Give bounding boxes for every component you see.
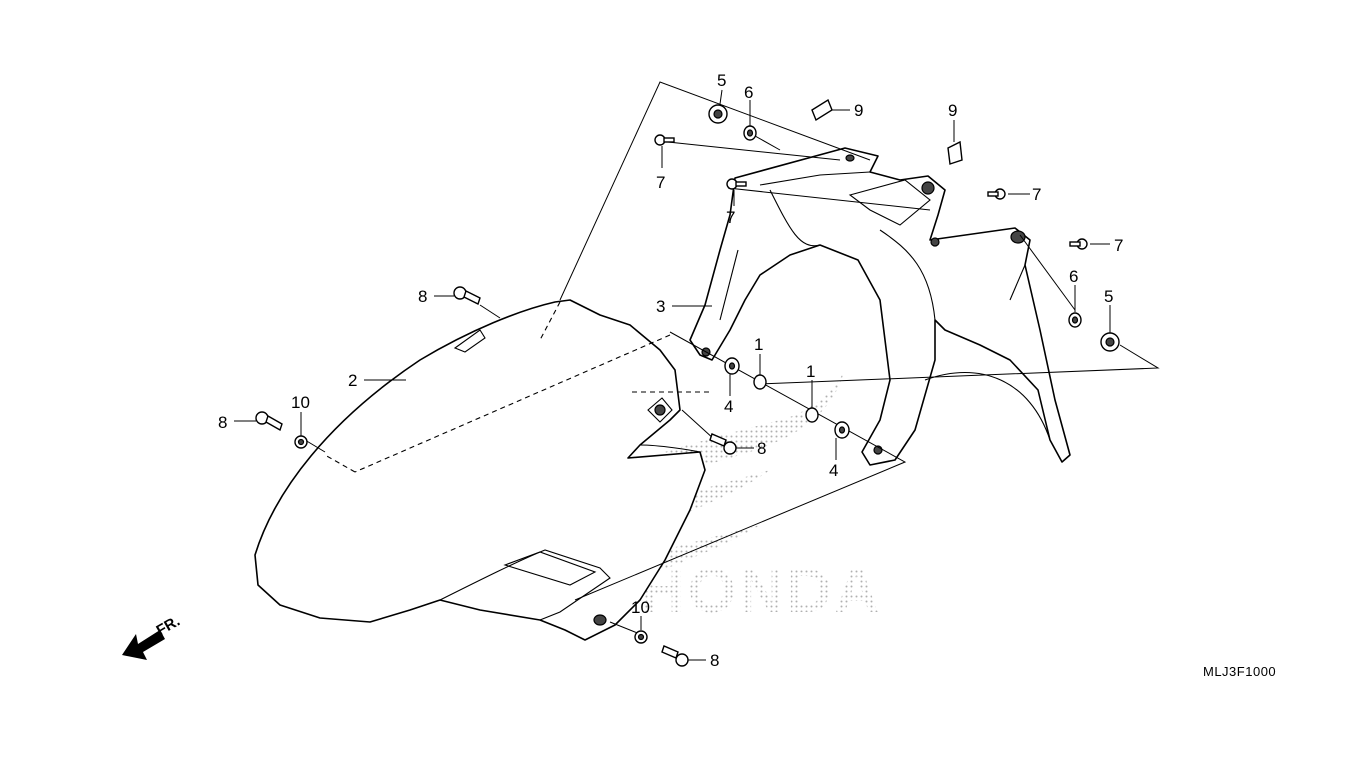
clip-9-top <box>811 98 833 122</box>
bolt-7-d <box>1069 238 1088 250</box>
callout-numbers: 5 6 9 9 7 7 7 7 8 8 8 8 10 10 2 3 1 1 4 … <box>218 71 1123 670</box>
callout-1: 1 <box>806 362 815 381</box>
washer-4-a <box>724 357 740 375</box>
callout-1: 1 <box>754 335 763 354</box>
clip-9-right <box>947 140 963 165</box>
callout-10: 10 <box>631 598 650 617</box>
callout-7: 7 <box>656 173 665 192</box>
bolt-8-c <box>709 433 737 455</box>
callout-6: 6 <box>1069 267 1078 286</box>
honda-brand-text: HONDA <box>640 557 882 626</box>
bolt-7-b <box>726 178 747 190</box>
collar-6-right <box>1068 312 1082 328</box>
callout-9: 9 <box>854 101 863 120</box>
front-fender-part-2 <box>254 299 710 641</box>
bolt-8-d <box>661 645 689 667</box>
grommet-5-top <box>708 104 728 124</box>
callout-2: 2 <box>348 371 357 390</box>
reference-lines <box>304 81 1160 635</box>
callout-4: 4 <box>724 397 733 416</box>
callout-8: 8 <box>757 439 766 458</box>
callout-5: 5 <box>717 71 726 90</box>
callout-9: 9 <box>948 101 957 120</box>
callout-7: 7 <box>726 208 735 227</box>
callout-5: 5 <box>1104 287 1113 306</box>
inner-fender-part-3 <box>689 147 1071 466</box>
grommet-5-right <box>1100 332 1120 352</box>
callout-leaders <box>234 89 1111 661</box>
bolt-8-b <box>255 411 283 432</box>
bolt-7-a <box>654 134 675 146</box>
diagram-code: MLJ3F1000 <box>1203 664 1277 679</box>
hardware <box>255 98 1120 667</box>
callout-7: 7 <box>1032 185 1041 204</box>
callout-6: 6 <box>744 83 753 102</box>
washer-10-bottom <box>634 630 648 644</box>
callout-8: 8 <box>710 651 719 670</box>
collar-1-b <box>805 407 819 423</box>
washer-4-b <box>834 421 850 439</box>
bolt-8-a <box>453 286 481 305</box>
callout-10: 10 <box>291 393 310 412</box>
callout-8: 8 <box>418 287 427 306</box>
collar-1-a <box>753 374 767 390</box>
callout-7: 7 <box>1114 236 1123 255</box>
washer-10-left <box>294 435 308 449</box>
callout-3: 3 <box>656 297 665 316</box>
front-direction-arrow-icon: FR. <box>122 613 183 660</box>
collar-6-top <box>743 125 757 141</box>
callout-8: 8 <box>218 413 227 432</box>
callout-4: 4 <box>829 461 838 480</box>
bolt-7-c <box>987 188 1006 200</box>
